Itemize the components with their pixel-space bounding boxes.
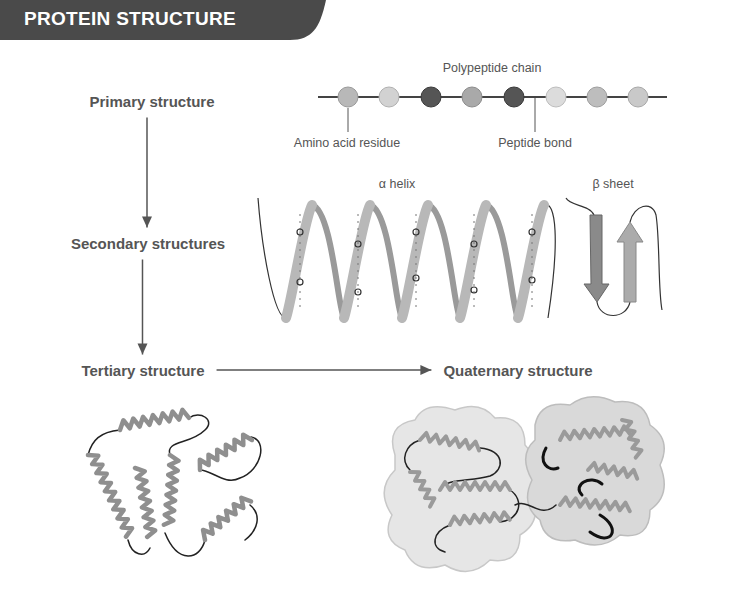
helix-tail — [258, 198, 286, 318]
amino-acid-bead — [379, 87, 399, 107]
stage-label: Secondary structures — [67, 233, 229, 254]
beta-sheet — [566, 198, 662, 316]
arrow-head — [142, 217, 152, 228]
leader-line — [348, 108, 349, 132]
amino-acid-bead — [338, 87, 358, 107]
alpha-helix — [258, 198, 555, 318]
stage-name: Tertiary structure — [81, 362, 204, 379]
amino-acid-bead — [504, 87, 524, 107]
sheet-loop — [597, 302, 630, 316]
amino-acid-bead — [546, 87, 566, 107]
helix-back-strand — [428, 205, 460, 318]
title: PROTEIN STRUCTURE — [24, 8, 236, 30]
helix-front-ribbon — [286, 205, 312, 318]
subunit-surface — [526, 397, 665, 545]
beta-strand-arrow — [584, 215, 609, 302]
hydrogen-bond-line — [300, 214, 532, 310]
beta-strand-arrow — [617, 222, 643, 302]
tertiary-fold — [88, 409, 261, 556]
helix-tail — [544, 205, 555, 318]
stage-name: Secondary structures — [71, 235, 225, 252]
helix-front-ribbon — [460, 205, 486, 318]
amino-acid-bead — [421, 87, 441, 107]
residue-ring — [297, 229, 535, 295]
helix-back-strand — [486, 205, 518, 318]
part-label: Polypeptide chain — [441, 61, 544, 75]
stage-label: Tertiary structure — [77, 360, 208, 381]
subunit-surface — [384, 406, 536, 571]
fold-loop — [405, 440, 556, 552]
stage-label: Quaternary structure — [439, 360, 596, 381]
sheet-loop — [566, 198, 594, 215]
fold-loop — [88, 415, 261, 556]
helix-back-strand — [370, 205, 402, 318]
amino-acid-bead — [462, 87, 482, 107]
flow-arrow — [142, 260, 144, 355]
amino-acid-bead — [628, 87, 648, 107]
stage-label: Primary structure — [85, 91, 218, 112]
amino-acid-bead — [587, 87, 607, 107]
flow-arrow — [146, 118, 148, 228]
arrow-head — [420, 365, 431, 375]
part-label: β sheet — [590, 177, 635, 191]
stage-name: Primary structure — [89, 93, 214, 110]
quaternary-complex — [384, 397, 664, 572]
stage-name: Quaternary structure — [443, 362, 592, 379]
helix-segment — [410, 417, 643, 525]
leader-line — [535, 98, 536, 132]
fold-loop — [543, 448, 612, 538]
part-label: α helix — [377, 177, 417, 191]
part-label: Amino acid residue — [292, 136, 402, 150]
flow-arrow — [217, 369, 432, 371]
chain-backbone — [318, 96, 667, 98]
helix-front-ribbon — [518, 205, 544, 318]
helix-front-ribbon — [402, 205, 428, 318]
helix-segment — [88, 409, 252, 540]
helix-back-strand — [312, 205, 344, 318]
title-banner — [0, 0, 326, 40]
part-label: Peptide bond — [496, 136, 574, 150]
arrow-head — [137, 344, 147, 355]
helix-front-ribbon — [344, 205, 370, 318]
polypeptide-chain — [318, 87, 667, 132]
